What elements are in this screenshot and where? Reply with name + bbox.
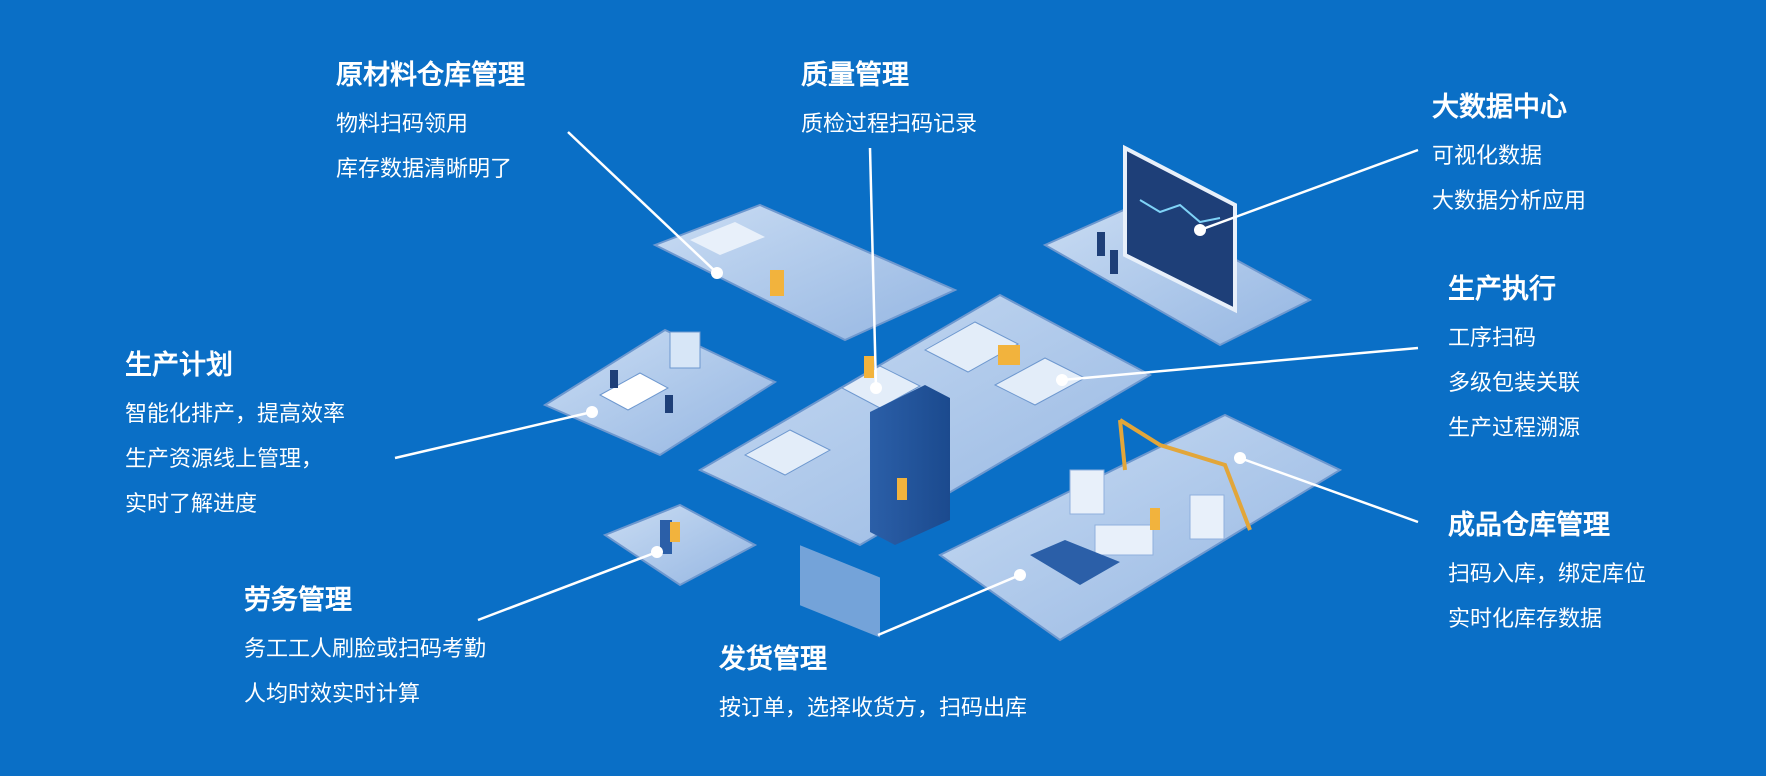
big-data-line-2: 大数据分析应用 bbox=[1432, 189, 1587, 214]
finished-goods-title: 成品仓库管理 bbox=[1448, 510, 1610, 541]
shipping-module: 发货管理 按订单，选择收货方，扫码出库 bbox=[719, 642, 1027, 731]
raw-material-title: 原材料仓库管理 bbox=[336, 60, 525, 91]
labor-title: 劳务管理 bbox=[244, 585, 352, 616]
production-plan-line-2: 生产资源线上管理， bbox=[125, 447, 324, 472]
worker-icon bbox=[864, 356, 874, 378]
raw-material-line-2: 库存数据清晰明了 bbox=[336, 157, 513, 182]
production-exec-line-2: 多级包装关联 bbox=[1448, 371, 1581, 396]
quality-line-1: 质检过程扫码记录 bbox=[801, 112, 978, 137]
callout-line-quality bbox=[868, 147, 878, 389]
finished-goods-line-2: 实时化库存数据 bbox=[1448, 607, 1603, 632]
callout-dots bbox=[586, 224, 1246, 581]
big-data-platform bbox=[1042, 144, 1313, 347]
raw-material-module: 原材料仓库管理 物料扫码领用 库存数据清晰明了 bbox=[336, 58, 525, 192]
big-data-line-1: 可视化数据 bbox=[1432, 144, 1543, 169]
analyst-icon bbox=[1097, 232, 1105, 256]
finished-goods-module: 成品仓库管理 扫码入库，绑定库位 实时化库存数据 bbox=[1448, 508, 1646, 642]
quality-production-platform bbox=[697, 293, 1153, 547]
callout-line-finished-goods bbox=[1239, 456, 1419, 524]
production-plan-module: 生产计划 智能化排产，提高效率 生产资源线上管理， 实时了解进度 bbox=[125, 348, 345, 527]
labor-module: 劳务管理 务工工人刷脸或扫码考勤 人均时效实时计算 bbox=[244, 583, 486, 717]
quality-module: 质量管理 质检过程扫码记录 bbox=[801, 58, 977, 147]
labor-platform bbox=[602, 503, 758, 587]
labor-line-1: 务工工人刷脸或扫码考勤 bbox=[244, 637, 487, 662]
worker-icon bbox=[770, 270, 784, 296]
production-exec-module: 生产执行 工序扫码 多级包装关联 生产过程溯源 bbox=[1448, 272, 1580, 451]
goods-stack-icon bbox=[1189, 494, 1225, 540]
raw-material-line-1: 物料扫码领用 bbox=[336, 112, 469, 137]
workstation-icon bbox=[669, 331, 701, 369]
production-plan-line-3: 实时了解进度 bbox=[125, 492, 258, 517]
production-plan-line-1: 智能化排产，提高效率 bbox=[125, 402, 346, 427]
worker-icon bbox=[670, 522, 680, 542]
callout-line-raw-material bbox=[567, 131, 718, 274]
production-exec-line-3: 生产过程溯源 bbox=[1448, 416, 1581, 441]
callout-line-production-plan bbox=[394, 410, 593, 460]
forklift-icon bbox=[998, 345, 1020, 365]
analyst-icon bbox=[1110, 250, 1118, 274]
goods-stack-icon bbox=[1069, 469, 1105, 515]
worker-icon bbox=[1150, 508, 1160, 530]
truck-icon bbox=[690, 222, 765, 255]
finished-goods-platform bbox=[938, 413, 1343, 642]
shipping-line-1: 按订单，选择收货方，扫码出库 bbox=[719, 696, 1028, 721]
attendance-terminal-icon bbox=[660, 520, 672, 554]
callout-line-shipping bbox=[877, 573, 1021, 637]
dashboard-screen-icon bbox=[1123, 144, 1237, 314]
raw-material-warehouse-platform bbox=[652, 203, 958, 638]
production-exec-line-1: 工序扫码 bbox=[1448, 326, 1537, 351]
callout-lines bbox=[394, 131, 1419, 637]
worker-icon bbox=[897, 478, 907, 500]
callout-line-labor bbox=[477, 550, 658, 622]
kiln-machine-icon bbox=[870, 385, 950, 545]
big-data-module: 大数据中心 可视化数据 大数据分析应用 bbox=[1432, 90, 1586, 224]
big-data-title: 大数据中心 bbox=[1432, 92, 1567, 123]
labor-line-2: 人均时效实时计算 bbox=[244, 682, 421, 707]
production-plan-title: 生产计划 bbox=[125, 350, 233, 381]
finished-goods-line-1: 扫码入库，绑定库位 bbox=[1448, 562, 1647, 587]
production-plan-platform bbox=[542, 328, 778, 457]
gantry-crane-icon bbox=[1118, 418, 1252, 531]
production-exec-title: 生产执行 bbox=[1448, 274, 1556, 305]
shipping-title: 发货管理 bbox=[719, 644, 827, 675]
callout-line-big-data bbox=[1199, 148, 1419, 232]
quality-title: 质量管理 bbox=[801, 60, 909, 91]
callout-line-production-exec bbox=[1061, 346, 1419, 382]
delivery-truck-icon bbox=[1030, 540, 1120, 585]
meeting-table-icon bbox=[598, 372, 670, 411]
